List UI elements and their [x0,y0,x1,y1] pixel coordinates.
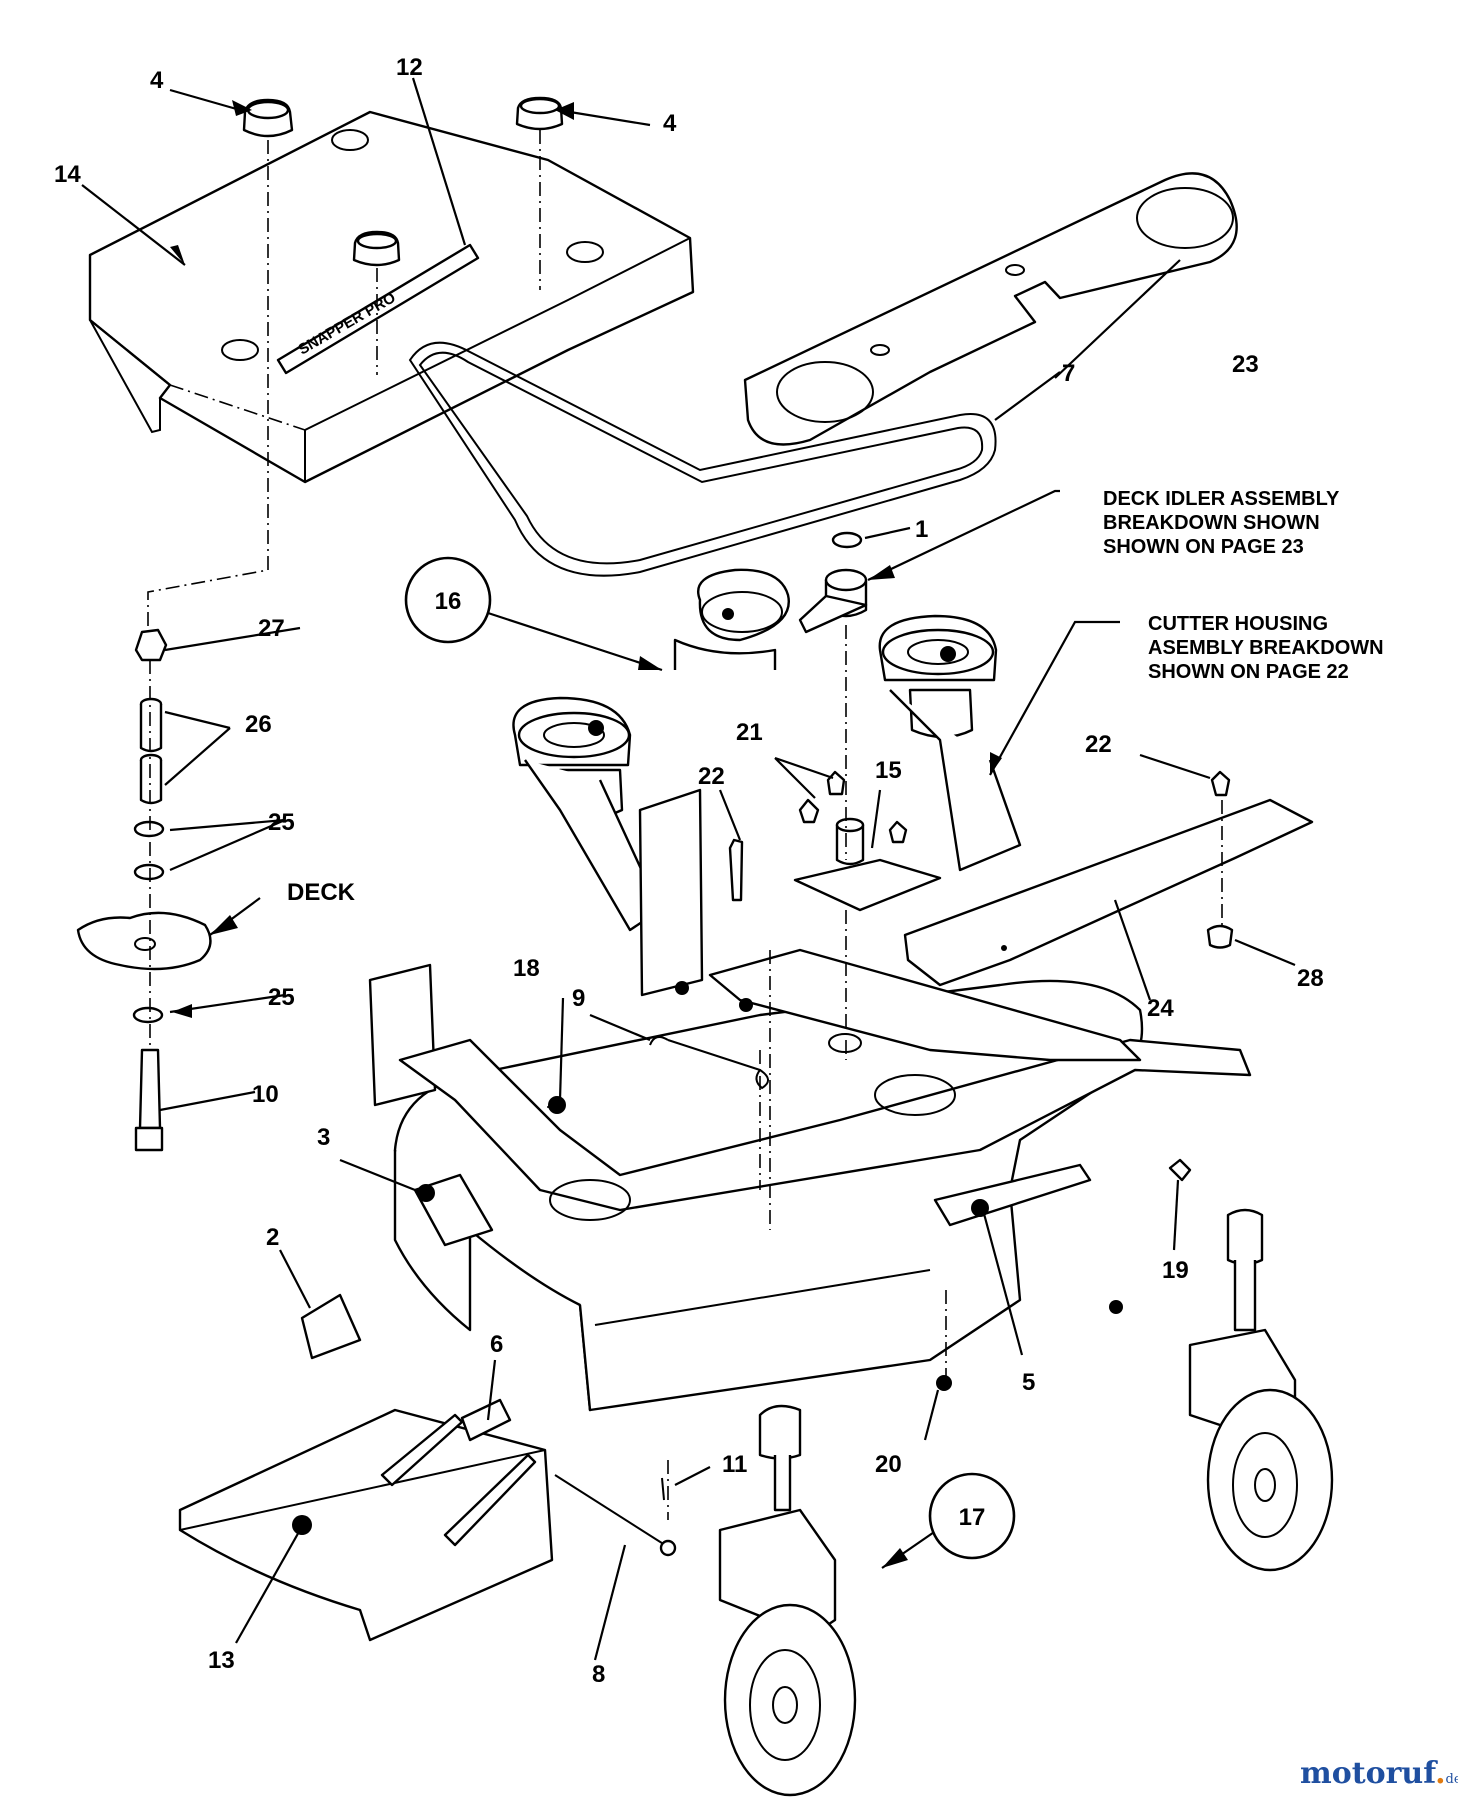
idler-pivot-bracket [793,770,942,912]
callout-17: 17 [959,1504,986,1531]
belt-cover-shield: SNAPPER PRO [88,110,695,484]
callout-9: 9 [572,985,585,1012]
callout-22-right: 22 [1085,731,1112,758]
mower-deck-housing [368,948,1252,1412]
rear-caster-wheel [1188,1208,1334,1572]
small-decal [300,1293,362,1360]
discharge-chute [178,1408,554,1642]
watermark: motoruf.de [1300,1756,1458,1791]
chute-springs [380,1398,537,1547]
callout-4-right: 4 [663,110,677,137]
knob-right [515,96,564,131]
watermark-part1: motoruf [1300,1756,1438,1791]
cutter-note-line-1: CUTTER HOUSING [1148,613,1328,635]
circled-callout-17: 17 [928,1472,1016,1560]
callout-18: 18 [513,955,540,982]
cutter-note-line-2: ASEMBLY BREAKDOWN [1148,637,1384,659]
deck-label: DECK [287,879,356,906]
watermark-part2: . [1435,1756,1445,1791]
cotter-pin [661,1477,665,1501]
knob-center [352,230,401,267]
cutter-note-line-3: SHOWN ON PAGE 22 [1148,661,1349,683]
callout-22-left: 22 [698,763,725,790]
leader-lines [81,77,1296,1661]
circled-callout-16: 16 [404,556,492,644]
bolt-22-left [728,838,744,902]
support-plate [743,172,1238,446]
front-caster-wheel [718,1404,857,1797]
callout-20: 20 [875,1451,902,1478]
idler-note-line-2: BREAKDOWN SHOWN [1103,512,1320,534]
callout-1: 1 [915,516,928,543]
callout-11: 11 [722,1451,747,1478]
callout-23: 23 [1232,351,1259,378]
callout-24: 24 [1147,995,1174,1022]
callout-25-bottom: 25 [268,984,295,1011]
callout-2: 2 [266,1224,279,1251]
right-spindle-assembly [878,614,1022,872]
watermark-part3: de [1446,1772,1458,1787]
callout-21: 21 [736,719,763,746]
callout-15: 15 [875,757,902,784]
callout-10: 10 [252,1081,279,1108]
callout-26: 26 [245,711,272,738]
callout-27: 27 [258,615,285,642]
arrowheads [170,100,1002,1568]
nut-right [1109,1300,1123,1314]
svg-text:motoruf.de: motoruf.de [1300,1756,1458,1791]
nut-20 [936,1375,952,1391]
idler-arm-assembly [673,531,868,670]
left-spindle-assembly [512,696,704,997]
callout-8: 8 [592,1661,605,1688]
idler-note-line-1: DECK IDLER ASSEMBLY [1103,488,1340,510]
callout-13: 13 [208,1647,235,1674]
callout-16: 16 [435,588,462,615]
callout-19: 19 [1162,1257,1189,1284]
callout-28: 28 [1297,965,1324,992]
chute-rod [554,1474,677,1557]
callout-3: 3 [317,1124,330,1151]
callout-6: 6 [490,1331,503,1358]
hardware-stack [76,628,212,1152]
drive-belt [408,341,997,577]
bolt-19 [1168,1158,1192,1182]
assembly-center-lines [147,130,1223,1520]
callout-4-left: 4 [150,67,164,94]
cutting-blade [903,770,1314,987]
idler-note: DECK IDLER ASSEMBLY BREAKDOWN SHOWN SHOW… [1103,488,1340,558]
callout-7: 7 [1062,360,1075,387]
tension-spring [649,1035,769,1090]
knob-left [242,98,294,138]
idler-note-line-3: SHOWN ON PAGE 23 [1103,536,1304,558]
callout-12: 12 [396,54,423,81]
cutter-note: CUTTER HOUSING ASEMBLY BREAKDOWN SHOWN O… [1148,613,1384,683]
callout-5: 5 [1022,1369,1035,1396]
callout-25-top: 25 [268,809,295,836]
callout-14: 14 [54,161,81,188]
callout-labels: 1 2 3 4 4 5 6 7 8 9 10 11 12 13 14 15 18… [54,54,1324,1688]
